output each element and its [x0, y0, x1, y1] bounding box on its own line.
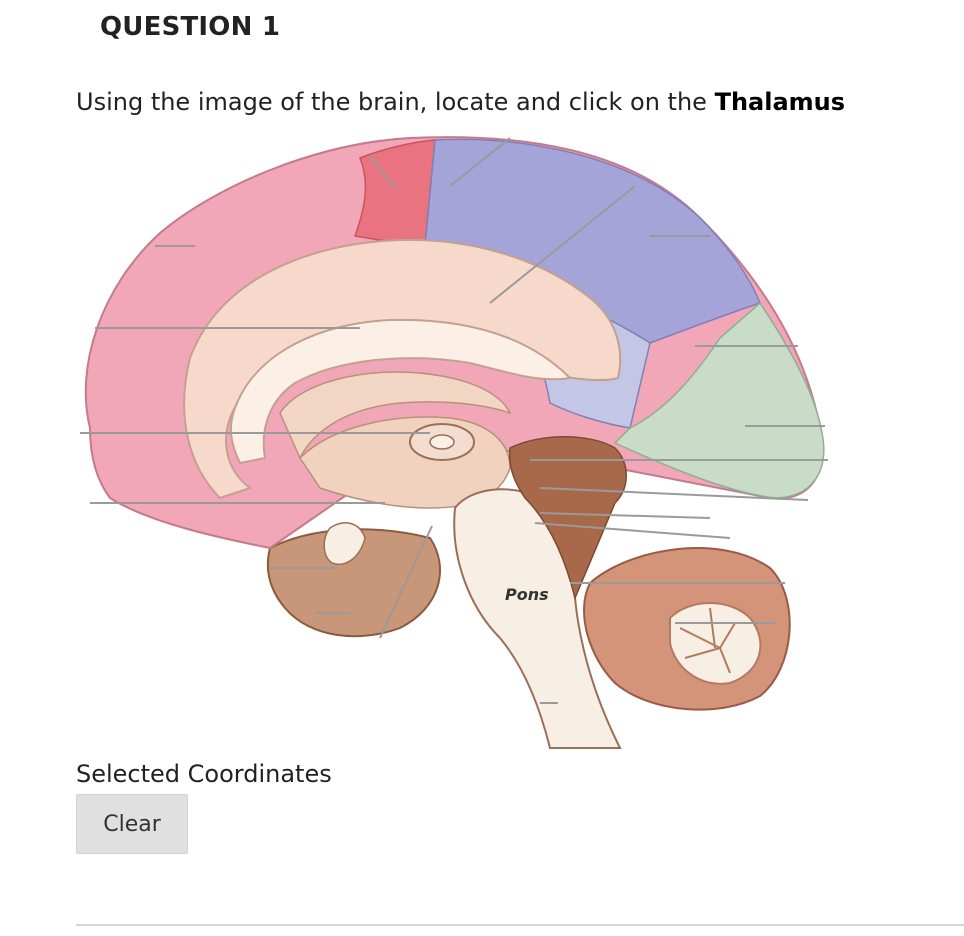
selected-coordinates-label: Selected Coordinates: [76, 760, 332, 788]
question-prompt: Using the image of the brain, locate and…: [76, 88, 845, 116]
pons-label: Pons: [505, 585, 549, 604]
hypothalamus: [323, 522, 366, 565]
intermediate-mass: [429, 434, 455, 450]
midbrain: [508, 436, 627, 601]
clear-button[interactable]: Clear: [76, 794, 188, 854]
prompt-text: Using the image of the brain, locate and…: [76, 88, 715, 116]
prompt-target-term: Thalamus: [714, 88, 846, 116]
leader-lines: [80, 137, 828, 704]
divider: [76, 924, 964, 926]
occipital-lobe: [613, 301, 825, 499]
brain-hotspot-image[interactable]: Pons: [70, 128, 840, 753]
question-title: QUESTION 1: [100, 12, 281, 42]
lateral-ventricle: [279, 371, 512, 460]
corpus-callosum: [229, 318, 573, 465]
temporal-lobe: [266, 528, 441, 638]
motor-cortex: [353, 139, 436, 247]
